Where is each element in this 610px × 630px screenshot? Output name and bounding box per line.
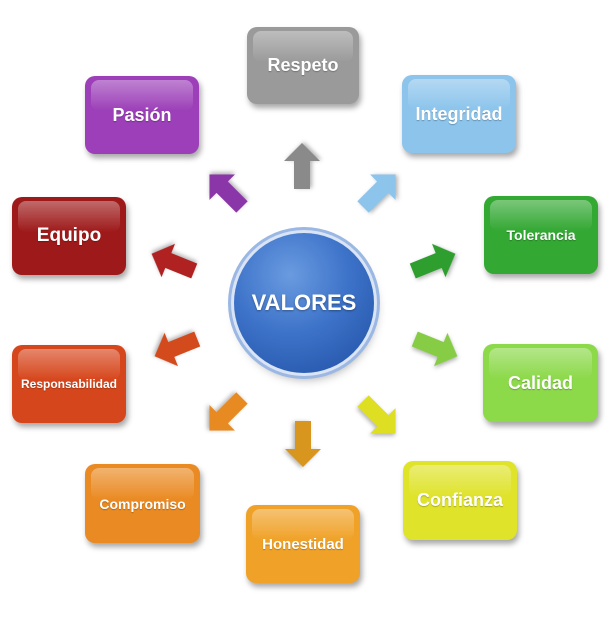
value-box-compromiso: Compromiso	[85, 464, 200, 543]
value-box-integridad: Integridad	[402, 75, 516, 153]
value-label: Equipo	[36, 225, 102, 246]
value-label: Respeto	[267, 55, 339, 75]
center-label: VALORES	[251, 290, 357, 315]
arrow-to-confianza	[357, 395, 396, 434]
value-box-respeto: Respeto	[247, 27, 359, 104]
arrow-to-calidad	[411, 331, 458, 367]
center-hub: VALORES	[234, 233, 374, 373]
value-box-responsabilidad: Responsabilidad	[12, 345, 126, 423]
value-label: Tolerancia	[506, 227, 576, 243]
value-label: Integridad	[415, 103, 503, 124]
value-label: Calidad	[507, 372, 573, 393]
arrow-to-equipo	[151, 243, 198, 279]
arrow-to-respeto	[284, 143, 320, 189]
arrow-to-honestidad	[285, 421, 321, 467]
value-box-confianza: Confianza	[403, 461, 517, 540]
arrow-to-responsabilidad	[154, 331, 201, 367]
value-label: Confianza	[416, 490, 503, 510]
value-box-tolerancia: Tolerancia	[484, 196, 598, 274]
value-label: Compromiso	[99, 495, 186, 512]
value-box-calidad: Calidad	[483, 344, 598, 422]
arrow-to-tolerancia	[409, 243, 456, 279]
arrow-to-compromiso	[209, 392, 248, 431]
value-box-honestidad: Honestidad	[246, 505, 360, 583]
value-box-pasion: Pasión	[85, 76, 199, 154]
value-label: Pasión	[112, 104, 172, 125]
value-label: Honestidad	[262, 535, 344, 553]
value-label: Responsabilidad	[20, 377, 118, 391]
arrow-to-integridad	[357, 174, 396, 213]
value-box-equipo: Equipo	[12, 197, 126, 275]
arrow-to-pasion	[209, 174, 248, 213]
